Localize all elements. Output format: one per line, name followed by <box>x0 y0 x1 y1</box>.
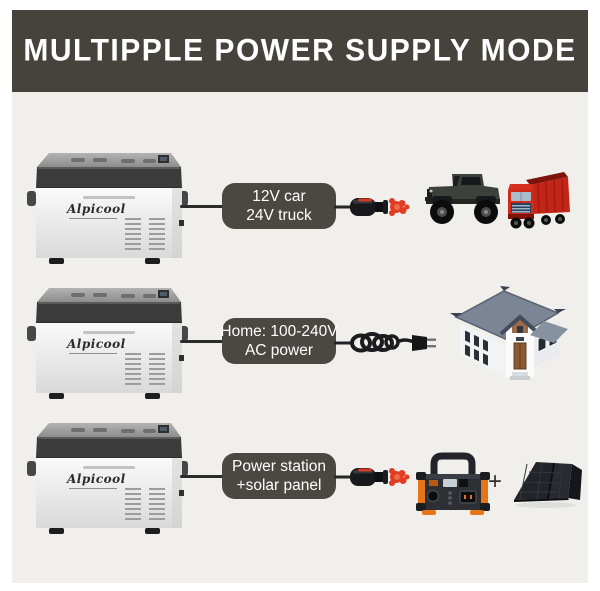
label-line-1: Home: 100-240V <box>220 323 338 340</box>
brand-logo: Alpicool <box>67 337 126 351</box>
ac-wall-plug-icon <box>334 322 438 362</box>
power-cable <box>180 205 226 208</box>
label-line-1: Power station <box>232 458 326 475</box>
brand-tagline-line <box>69 488 117 489</box>
fridge-illustration: Alpicool <box>25 285 190 400</box>
power-source-label: 12V car 24V truck <box>222 183 336 229</box>
label-line-2: +solar panel <box>236 477 322 494</box>
brand-logo: Alpicool <box>67 472 126 486</box>
power-mode-row-car: Alpicool 12V car 24V truck <box>12 150 588 285</box>
label-line-2: AC power <box>244 342 314 359</box>
fridge-illustration: Alpicool <box>25 420 190 535</box>
red-semi-truck-icon <box>498 168 572 230</box>
power-cable <box>180 475 226 478</box>
power-source-label: Home: 100-240V AC power <box>220 318 338 364</box>
brand-tagline-line <box>69 353 117 354</box>
content-panel: MULTIPPLE POWER SUPPLY MODE Alpicool 12V… <box>12 10 588 583</box>
label-line-2: 24V truck <box>246 207 312 224</box>
brand-tagline-line <box>69 218 117 219</box>
solar-panel-icon <box>512 454 582 510</box>
power-cable <box>180 340 226 343</box>
label-line-1: 12V car <box>252 188 306 205</box>
car-lighter-plug-icon <box>334 190 414 224</box>
power-source-label: Power station +solar panel <box>222 453 336 499</box>
house-icon <box>440 277 574 389</box>
power-mode-row-station: Alpicool Power station +solar panel + <box>12 420 588 555</box>
car-lighter-plug-icon <box>334 460 414 494</box>
jeep-suv-icon <box>424 170 502 226</box>
title-banner: MULTIPPLE POWER SUPPLY MODE <box>12 10 588 92</box>
plus-sign: + <box>487 468 502 495</box>
power-station-icon <box>412 448 494 516</box>
page-title: MULTIPPLE POWER SUPPLY MODE <box>23 33 577 68</box>
brand-logo: Alpicool <box>67 202 126 216</box>
fridge-illustration: Alpicool <box>25 150 190 265</box>
power-mode-row-home: Alpicool Home: 100-240V AC power <box>12 285 588 420</box>
